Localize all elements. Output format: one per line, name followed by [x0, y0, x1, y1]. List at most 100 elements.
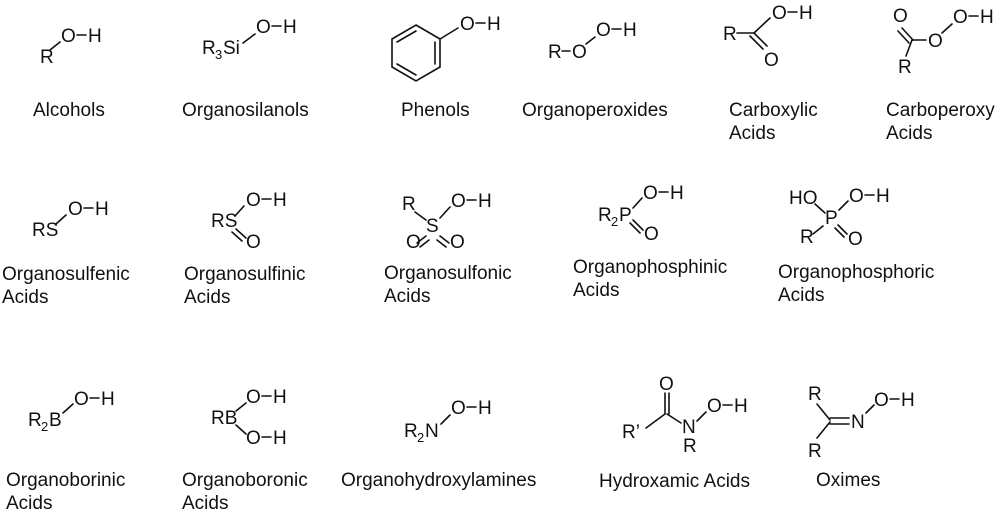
atom-n: N — [682, 417, 696, 438]
atom-o: O — [61, 26, 76, 47]
caption-phenols: Phenols — [401, 100, 470, 121]
organoperoxides-structure: R O O H — [548, 20, 637, 63]
atom-o: O — [953, 7, 968, 28]
atom-h: H — [101, 389, 115, 410]
atom-h: H — [670, 183, 684, 204]
atom-o: O — [460, 14, 475, 35]
atom-o: O — [451, 398, 466, 419]
atom-r: R — [683, 436, 697, 457]
caption-organosulfinic-line2: Acids — [184, 287, 230, 308]
atom-h: H — [273, 190, 287, 211]
caption-carboperoxy-acids-line2: Acids — [886, 123, 932, 144]
atom-h: H — [88, 26, 102, 47]
atom-b: B — [49, 410, 62, 431]
caption-organosulfonic-line1: Organosulfonic — [384, 263, 512, 284]
caption-hydroxamic-acids: Hydroxamic Acids — [599, 471, 750, 492]
atom-o: O — [874, 390, 889, 411]
atom-p: P — [825, 208, 838, 229]
atom-o: O — [707, 396, 722, 417]
atom-s: S — [426, 216, 439, 237]
atom-o: O — [246, 232, 261, 253]
atom-r: R — [28, 410, 42, 431]
caption-organophosphinic-line1: Organophosphinic — [573, 257, 727, 278]
atom-h: H — [273, 387, 287, 408]
organosulfenic-acids-structure: RS O H — [32, 199, 109, 241]
atom-r: R — [898, 57, 912, 78]
caption-organosulfenic-line2: Acids — [2, 287, 48, 308]
atom-r: R — [808, 384, 822, 405]
atom-o: O — [849, 186, 864, 207]
atom-r: R — [402, 194, 416, 215]
atom-o: O — [643, 183, 658, 204]
caption-alcohols: Alcohols — [33, 100, 105, 121]
atom-h: H — [980, 7, 994, 28]
atom-r: R — [598, 205, 612, 226]
atom-h: H — [799, 3, 813, 24]
atom-r: R — [404, 421, 418, 442]
caption-carboperoxy-acids-line1: Carboperoxy — [886, 100, 995, 121]
caption-organophosphoric-line2: Acids — [778, 285, 824, 306]
atom-rb: RB — [211, 408, 237, 429]
alcohols-structure: R O H — [40, 26, 102, 68]
hydroxamic-acids-structure: R’ O N O H R — [622, 374, 748, 457]
atom-r: R — [548, 42, 562, 63]
atom-r: R — [40, 47, 54, 68]
caption-organohydroxylamines: Organohydroxylamines — [341, 470, 536, 491]
organophosphoric-acids-structure: HO P O H R O — [789, 186, 890, 250]
organosulfinic-acids-structure: RS O H O — [211, 190, 287, 253]
atom-o: O — [928, 31, 943, 52]
atom-o: O — [74, 389, 89, 410]
atom-o: O — [659, 374, 674, 395]
organoboronic-acids-structure: RB O H O H — [211, 387, 287, 449]
atom-o: O — [572, 42, 587, 63]
atom-o: O — [256, 17, 271, 38]
organosilanols-structure: R 3 Si O H — [202, 17, 297, 62]
caption-organoperoxides: Organoperoxides — [522, 100, 668, 121]
atom-o: O — [848, 229, 863, 250]
atom-h: H — [876, 186, 890, 207]
atom-h: H — [478, 398, 492, 419]
caption-organosulfenic-line1: Organosulfenic — [2, 264, 130, 285]
atom-o: O — [406, 232, 421, 253]
organosulfonic-acids-structure: R S O H O O — [402, 191, 492, 253]
atom-h: H — [273, 428, 287, 449]
atom-rs: RS — [211, 211, 237, 232]
atom-o: O — [764, 50, 779, 71]
caption-organoboronic-line2: Acids — [182, 493, 228, 510]
atom-h: H — [487, 14, 501, 35]
atom-h: H — [478, 191, 492, 212]
atom-o: O — [246, 387, 261, 408]
atom-rprime: R’ — [622, 422, 640, 443]
atom-h: H — [623, 20, 637, 41]
carboxylic-acids-structure: R O O H — [723, 3, 813, 71]
oximes-structure: R R N O H — [808, 384, 915, 462]
atom-o: O — [596, 20, 611, 41]
atom-o: O — [644, 224, 659, 245]
atom-h: H — [283, 17, 297, 38]
caption-organophosphinic-line2: Acids — [573, 280, 619, 301]
atom-h: H — [901, 390, 915, 411]
atom-r: R — [723, 24, 737, 45]
atom-r: R — [202, 38, 216, 59]
atom-h: H — [95, 199, 109, 220]
organohydroxylamines-structure: R 2 N O H — [404, 398, 492, 445]
atom-rs: RS — [32, 220, 58, 241]
subscript-2: 2 — [611, 214, 618, 229]
phenols-structure: O H — [391, 14, 501, 82]
atom-si: Si — [223, 38, 240, 59]
caption-organoboronic-line1: Organoboronic — [182, 470, 308, 491]
atom-h: H — [734, 396, 748, 417]
organophosphinic-acids-structure: R 2 P O H O — [598, 183, 684, 245]
caption-carboxylic-acids-line2: Acids — [729, 123, 775, 144]
caption-organosulfinic-line1: Organosulfinic — [184, 264, 305, 285]
caption-oximes: Oximes — [816, 470, 880, 491]
organoborinic-acids-structure: R 2 B O H — [28, 389, 115, 434]
atom-p: P — [619, 205, 632, 226]
subscript-2: 2 — [41, 419, 48, 434]
caption-organoborinic-line1: Organoborinic — [6, 470, 125, 491]
atom-o: O — [450, 232, 465, 253]
atom-r: R — [800, 227, 814, 248]
caption-carboxylic-acids-line1: Carboxylic — [729, 100, 818, 121]
atom-o: O — [772, 3, 787, 24]
